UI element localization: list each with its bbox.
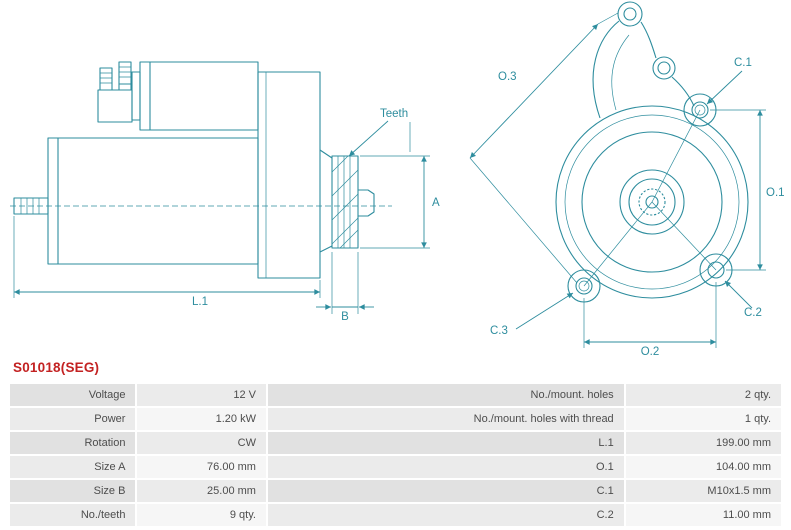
table-row: Size A 76.00 mm O.1 104.00 mm — [10, 456, 781, 478]
spec-label-right: L.1 — [267, 432, 624, 454]
spec-label-right: C.2 — [267, 504, 624, 526]
spec-table: Voltage 12 V No./mount. holes 2 qty. Pow… — [8, 382, 783, 528]
spec-value-left: 1.20 kW — [137, 408, 266, 430]
dim-a-label: A — [432, 197, 440, 209]
table-row: Voltage 12 V No./mount. holes 2 qty. — [10, 384, 781, 406]
dim-b-label: B — [341, 311, 349, 323]
front-view-drawing — [555, 1, 749, 303]
dim-o2-label: O.2 — [641, 346, 660, 356]
spec-label-right: No./mount. holes — [267, 384, 624, 406]
table-row: Size B 25.00 mm C.1 M10x1.5 mm — [10, 480, 781, 502]
spec-label-right: O.1 — [267, 456, 624, 478]
spec-value-right: 11.00 mm — [625, 504, 781, 526]
spec-label-right: C.1 — [267, 480, 624, 502]
spec-value-right: 104.00 mm — [625, 456, 781, 478]
spec-value-right: 2 qty. — [625, 384, 781, 406]
table-row: Rotation CW L.1 199.00 mm — [10, 432, 781, 454]
dim-o1-label: O.1 — [766, 187, 785, 199]
spec-label-left: Voltage — [10, 384, 136, 406]
teeth-label: Teeth — [380, 108, 408, 120]
dim-c1-label: C.1 — [734, 57, 752, 69]
front-view-dimensions: O.3 C.1 O.1 C.2 C.3 O.2 — [469, 12, 785, 356]
table-row: No./teeth 9 qty. C.2 11.00 mm — [10, 504, 781, 526]
spec-value-right: 1 qty. — [625, 408, 781, 430]
spec-label-left: Rotation — [10, 432, 136, 454]
spec-value-left: 25.00 mm — [137, 480, 266, 502]
side-view-drawing — [10, 61, 392, 279]
spec-value-left: CW — [137, 432, 266, 454]
spec-value-right: 199.00 mm — [625, 432, 781, 454]
spec-label-left: No./teeth — [10, 504, 136, 526]
side-view-dimensions: A Teeth L.1 B — [13, 108, 440, 323]
dim-l1-label: L.1 — [192, 296, 208, 308]
spec-label-left: Size B — [10, 480, 136, 502]
spec-value-right: M10x1.5 mm — [625, 480, 781, 502]
table-row: Power 1.20 kW No./mount. holes with thre… — [10, 408, 781, 430]
spec-value-left: 12 V — [137, 384, 266, 406]
dim-c2-label: C.2 — [744, 307, 762, 319]
spec-value-left: 9 qty. — [137, 504, 266, 526]
dim-o3-label: O.3 — [498, 71, 517, 83]
spec-label-left: Size A — [10, 456, 136, 478]
spec-label-left: Power — [10, 408, 136, 430]
dim-c3-label: C.3 — [490, 325, 508, 337]
part-number: S01018(SEG) — [13, 360, 100, 375]
spec-value-left: 76.00 mm — [137, 456, 266, 478]
spec-label-right: No./mount. holes with thread — [267, 408, 624, 430]
technical-drawing: A Teeth L.1 B — [10, 1, 785, 356]
